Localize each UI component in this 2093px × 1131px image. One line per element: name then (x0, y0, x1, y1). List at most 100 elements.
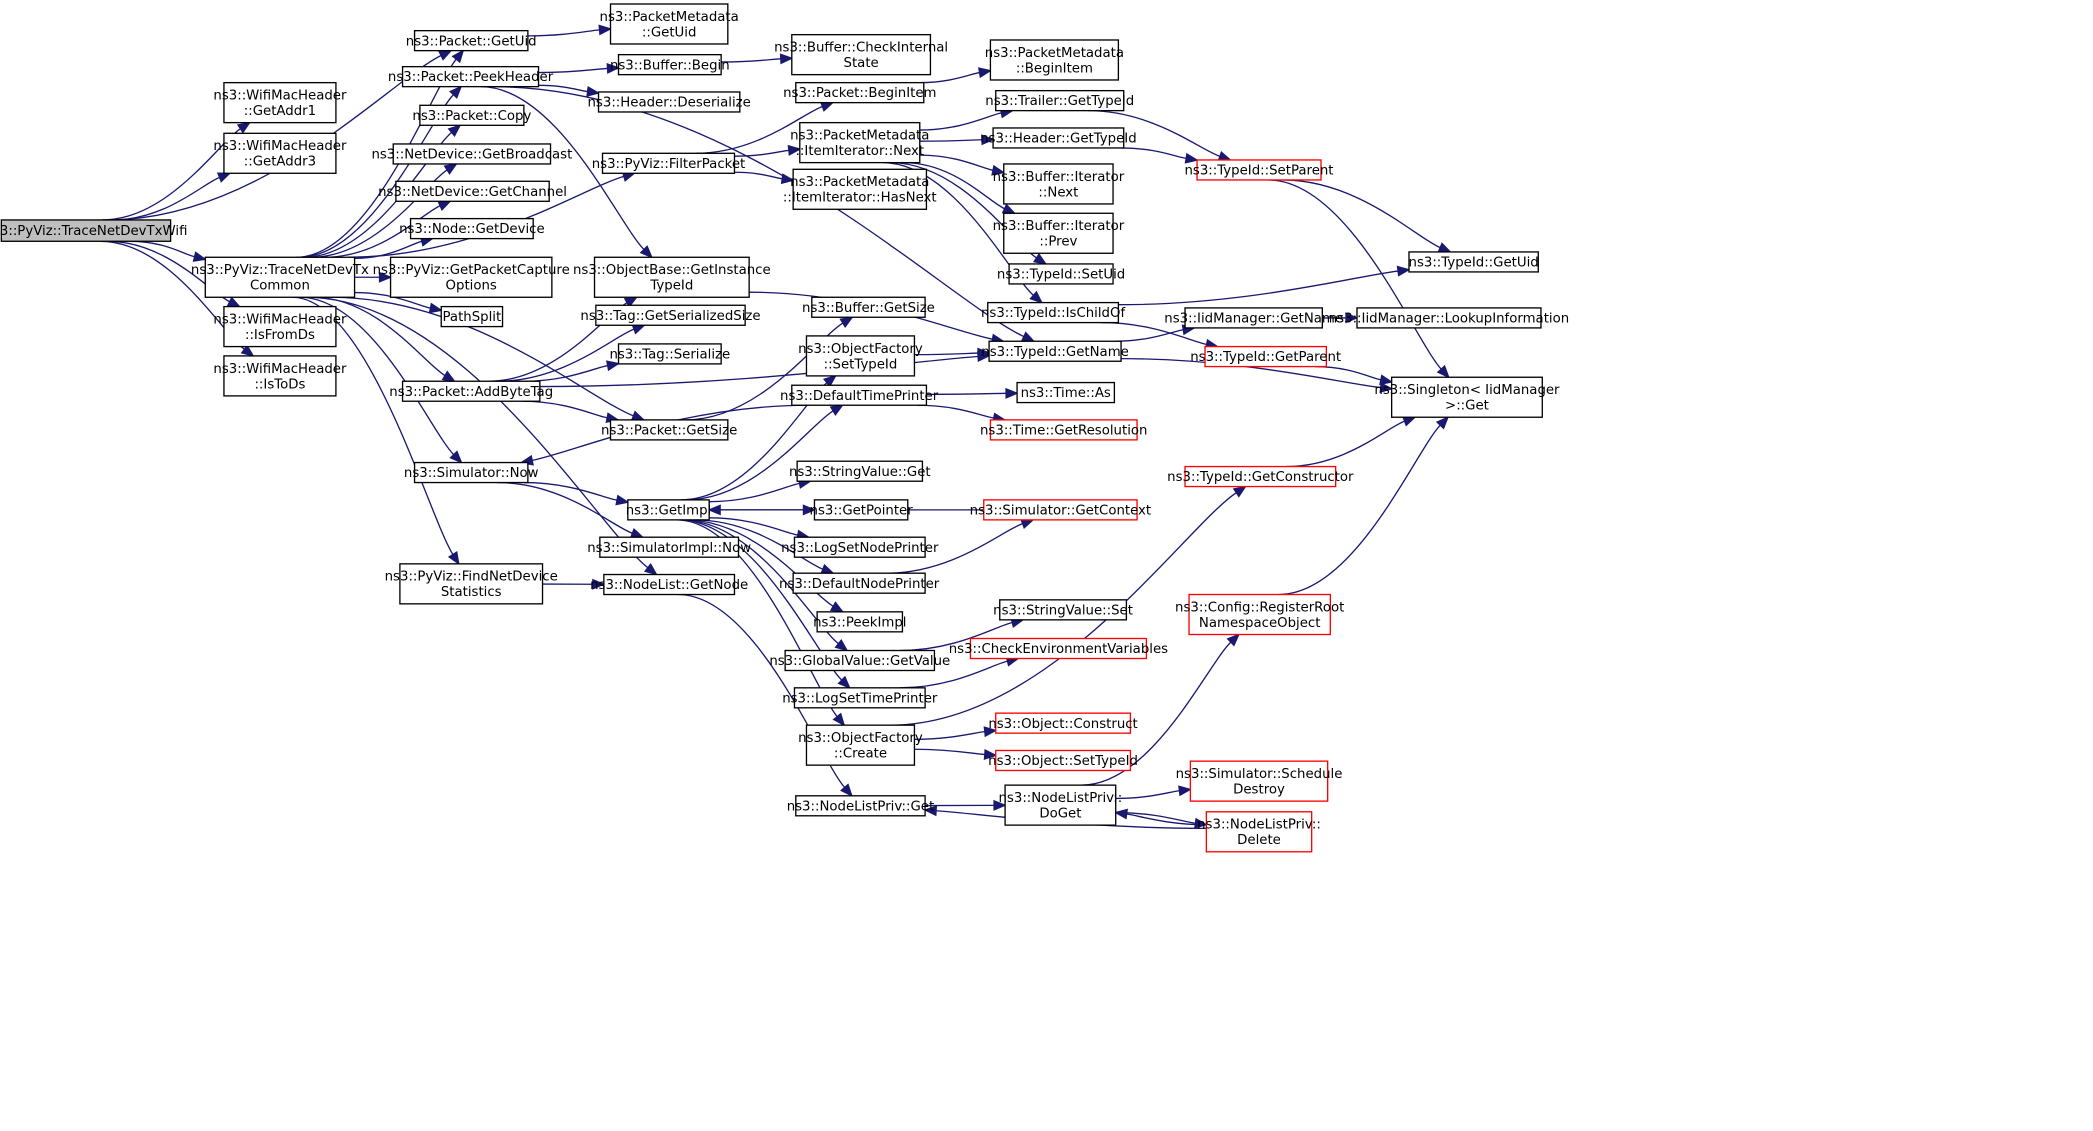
function-node-n31[interactable]: ns3::Header::GetTypeId (980, 127, 1137, 149)
function-node-n59[interactable]: ns3::ObjectFactory::SetTypeId (798, 335, 923, 377)
node-label-line: PathSplit (443, 310, 502, 325)
node-box (204, 256, 356, 298)
function-node-n35[interactable]: ns3::TypeId::IsChildOf (981, 301, 1125, 324)
node-box (601, 152, 736, 174)
node-label-line: ::ItemIterator::Next (795, 144, 924, 159)
function-node-n60[interactable]: ns3::PeekImpl (813, 611, 906, 633)
function-node-n6[interactable]: ns3::WifiMacHeader::IsToDs (213, 355, 347, 397)
function-node-n28[interactable]: ns3::Trailer::GetTypeId (985, 89, 1134, 112)
function-node-n47[interactable]: ns3::Time::As (1016, 381, 1116, 404)
function-node-n0[interactable]: ns3::PyViz::TraceNetDevTxWifi (0, 219, 187, 242)
function-node-n22[interactable]: PathSplit (440, 305, 504, 328)
edge-line (305, 296, 649, 569)
function-node-n49[interactable]: ns3::GlobalValue::GetValue (769, 649, 950, 672)
function-node-n48[interactable]: ns3::Time::GetResolution (980, 419, 1147, 441)
edge-line (677, 593, 846, 788)
function-node-n62[interactable]: ns3::SimulatorImpl::Now (587, 536, 751, 558)
node-box (816, 611, 904, 633)
function-node-n25[interactable]: ns3::Packet::BeginItem (783, 81, 936, 104)
function-node-n46[interactable]: ns3::DefaultTimePrinter (780, 384, 939, 406)
function-node-n61[interactable]: ns3::StringValue::Get (789, 460, 931, 482)
function-node-n32[interactable]: ns3::Buffer::Iterator::Next (993, 163, 1125, 205)
edge-arrowhead (1001, 203, 1017, 215)
function-node-n10[interactable]: ns3::Header::Deserialize (588, 91, 751, 113)
function-node-n65[interactable]: ns3::NodeListPriv::Get (787, 795, 934, 817)
function-node-n58[interactable]: ns3::TypeId::GetConstructor (1167, 465, 1354, 488)
function-node-n8[interactable]: ns3::Packet::PeekHeader (388, 65, 554, 88)
function-node-n33[interactable]: ns3::Buffer::Iterator::Prev (993, 212, 1125, 254)
function-node-n15[interactable]: ns3::IidManager::LookupInformation (1329, 307, 1569, 329)
function-node-n64[interactable]: ns3::NodeList::GetNode (590, 573, 748, 596)
function-node-n34[interactable]: ns3::TypeId::SetUid (997, 263, 1125, 285)
function-node-n52[interactable]: ns3::GetPointer (810, 499, 914, 521)
node-label-line: ns3::Buffer::Iterator (993, 219, 1125, 234)
function-node-n30[interactable]: ns3::TypeId::GetUid (1408, 251, 1539, 273)
node-box (627, 499, 710, 521)
function-node-n16[interactable]: ns3::Singleton< IidManager >::Get (1374, 376, 1560, 418)
edge-arrowhead (449, 450, 463, 464)
function-node-n27[interactable]: ns3::PacketMetadata::ItemIterator::Next (790, 121, 929, 164)
function-node-n56[interactable]: ns3::Object::Construct (988, 712, 1138, 734)
edge-arrowhead (1396, 265, 1411, 277)
function-node-n53[interactable]: ns3::LogSetNodePrinter (781, 536, 939, 558)
edge-line (1315, 365, 1382, 381)
function-node-n29[interactable]: ns3::TypeId::SetParent (1184, 159, 1334, 181)
function-node-n18[interactable]: ns3::NetDevice::GetBroadcast (371, 143, 572, 165)
function-node-n66[interactable]: ns3::NodeListPriv::DoGet (999, 784, 1123, 826)
call-edge-n13-to-n16 (1121, 357, 1394, 393)
function-node-n44[interactable]: ns3::DefaultNodePrinter (779, 572, 940, 594)
function-node-n42[interactable]: ns3::Simulator::Now (404, 461, 539, 484)
function-node-n23[interactable]: ns3::Packet::AddByteTag (389, 380, 553, 402)
edge-line (130, 240, 195, 258)
function-node-n57[interactable]: ns3::Object::SetTypeId (988, 749, 1138, 772)
function-node-n9[interactable]: ns3::Buffer::Begin (610, 53, 730, 76)
function-node-n37[interactable]: ns3::PacketMetadata::ItemIterator::HasNe… (783, 168, 937, 210)
edge-arrowhead (449, 85, 463, 99)
function-node-n43[interactable]: ns3::GetImpl (626, 499, 711, 521)
function-node-n3[interactable]: ns3::Packet::GetUid (406, 29, 537, 52)
function-node-n24[interactable]: ns3::PyViz::FilterPacket (592, 152, 746, 174)
function-node-n68[interactable]: ns3::NodeListPriv::Delete (1197, 811, 1321, 853)
function-node-n14[interactable]: ns3::IidManager::GetName (1164, 307, 1343, 329)
function-node-n26[interactable]: ns3::PacketMetadata::BeginItem (985, 39, 1124, 81)
function-node-n51[interactable]: ns3::CheckEnvironmentVariables (949, 637, 1168, 660)
function-node-n40[interactable]: ns3::Packet::GetSize (601, 419, 737, 441)
call-edge-n43-to-n49 (681, 519, 849, 652)
node-box (811, 296, 926, 318)
node-label-line: ns3::NodeListPriv:: (1197, 818, 1321, 833)
function-node-n5[interactable]: ns3::WifiMacHeader::IsFromDs (213, 305, 347, 348)
node-label-line: ::GetAddr3 (244, 155, 316, 170)
node-label-line: ns3::Tag::GetSerializedSize (580, 309, 760, 324)
node-label-line: ns3::GetPointer (810, 503, 914, 518)
edge-line (522, 400, 608, 419)
function-node-n36[interactable]: ns3::TypeId::GetParent (1190, 345, 1341, 368)
edge-line (1114, 329, 1184, 342)
function-node-n1[interactable]: ns3::WifiMacHeader::GetAddr1 (213, 81, 347, 124)
function-node-n55[interactable]: ns3::ObjectFactory::Create (798, 724, 923, 766)
function-node-n19[interactable]: ns3::NetDevice::GetChannel (378, 180, 567, 202)
function-node-n38[interactable]: ns3::Tag::GetSerializedSize (580, 304, 761, 326)
edge-line (685, 410, 834, 501)
node-box (995, 749, 1132, 772)
function-node-n7[interactable]: ns3::PacketMetadata::GetUid (600, 3, 739, 45)
edge-line (695, 105, 823, 154)
function-node-n54[interactable]: ns3::LogSetTimePrinter (782, 687, 938, 709)
function-node-n45[interactable]: ns3::Simulator::GetContext (970, 499, 1151, 521)
function-node-n50[interactable]: ns3::StringValue::Set (993, 599, 1133, 621)
function-node-n17[interactable]: ns3::Packet::Copy (412, 104, 531, 126)
function-node-n2[interactable]: ns3::WifiMacHeader::GetAddr3 (213, 132, 347, 174)
function-node-n39[interactable]: ns3::Buffer::GetSize (802, 296, 935, 318)
edge-arrowhead (991, 164, 1006, 176)
function-node-n41[interactable]: ns3::Tag::Serialize (609, 343, 730, 365)
function-node-n20[interactable]: ns3::Node::GetDevice (399, 217, 545, 240)
edge-arrowhead (437, 200, 452, 212)
call-edge-n23-to-n40 (522, 400, 620, 424)
function-node-n13[interactable]: ns3::TypeId::GetName (981, 340, 1129, 362)
